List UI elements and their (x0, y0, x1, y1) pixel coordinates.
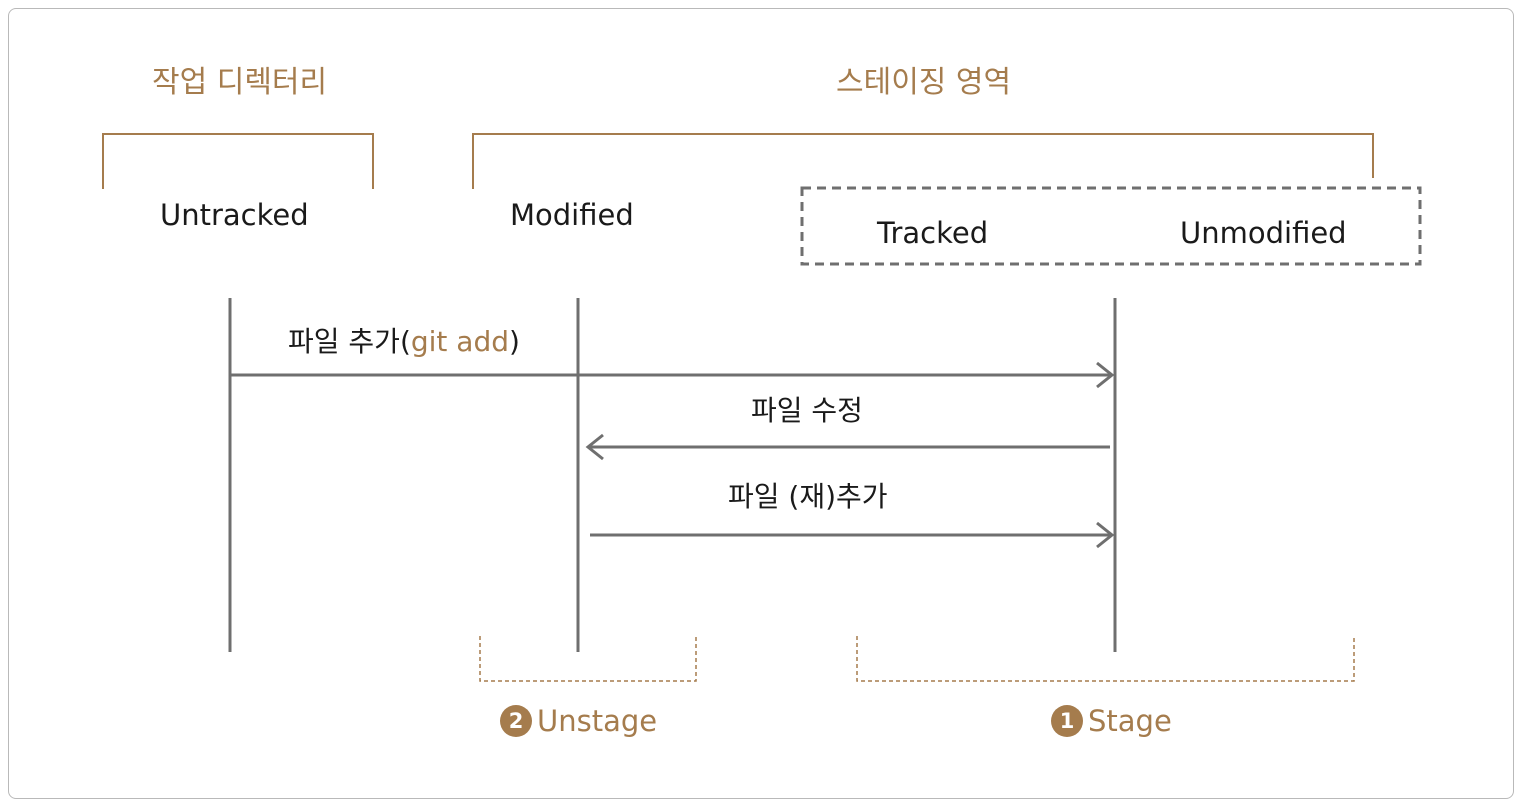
add-file-label: 파일 추가(git add) (288, 328, 520, 356)
readd-file-label: 파일 (재)추가 (728, 480, 888, 513)
unstage-number-badge: 2 (500, 705, 532, 737)
state-untracked: Untracked (160, 198, 309, 232)
tracked-group-box (800, 186, 1422, 266)
unstage-bracket (479, 636, 697, 682)
state-modified: Modified (510, 198, 634, 232)
working-dir-bracket (102, 133, 374, 189)
modify-file-label: 파일 수정 (751, 394, 863, 427)
readd-file-arrow (590, 521, 1115, 549)
stage-number-badge: 1 (1051, 705, 1083, 737)
modify-file-arrow (585, 433, 1110, 461)
staging-area-bracket (472, 133, 1374, 189)
git-add-command: git add (410, 325, 510, 358)
add-file-arrow (230, 361, 1115, 389)
add-file-prefix: 파일 추가( (288, 325, 411, 358)
state-unmodified: Unmodified (1180, 216, 1347, 250)
state-tracked: Tracked (877, 216, 989, 250)
working-dir-title: 작업 디렉터리 (152, 65, 328, 100)
add-file-suffix: ) (509, 325, 520, 358)
stage-bracket (856, 636, 1355, 682)
unstage-label: Unstage (537, 703, 658, 738)
stage-label: Stage (1088, 703, 1172, 738)
diagram-frame (8, 8, 1514, 799)
staging-area-title: 스테이징 영역 (836, 65, 1012, 100)
